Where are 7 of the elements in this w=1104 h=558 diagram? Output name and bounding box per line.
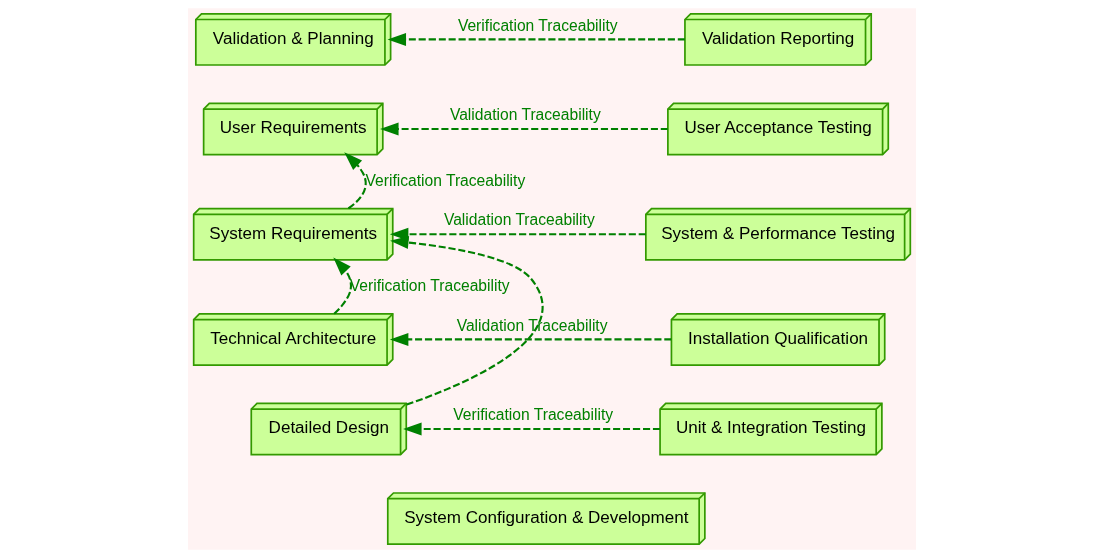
edge-label: Verification Traceability — [453, 406, 614, 424]
edge-label: Validation Traceability — [456, 316, 608, 334]
edge-label: Validation Traceability — [449, 106, 601, 124]
edge-label: Validation Traceability — [443, 211, 595, 229]
edge-label: Verification Traceability — [457, 16, 618, 34]
edge-label: Verification Traceability — [365, 171, 526, 189]
edge-label: Verification Traceability — [349, 276, 510, 294]
